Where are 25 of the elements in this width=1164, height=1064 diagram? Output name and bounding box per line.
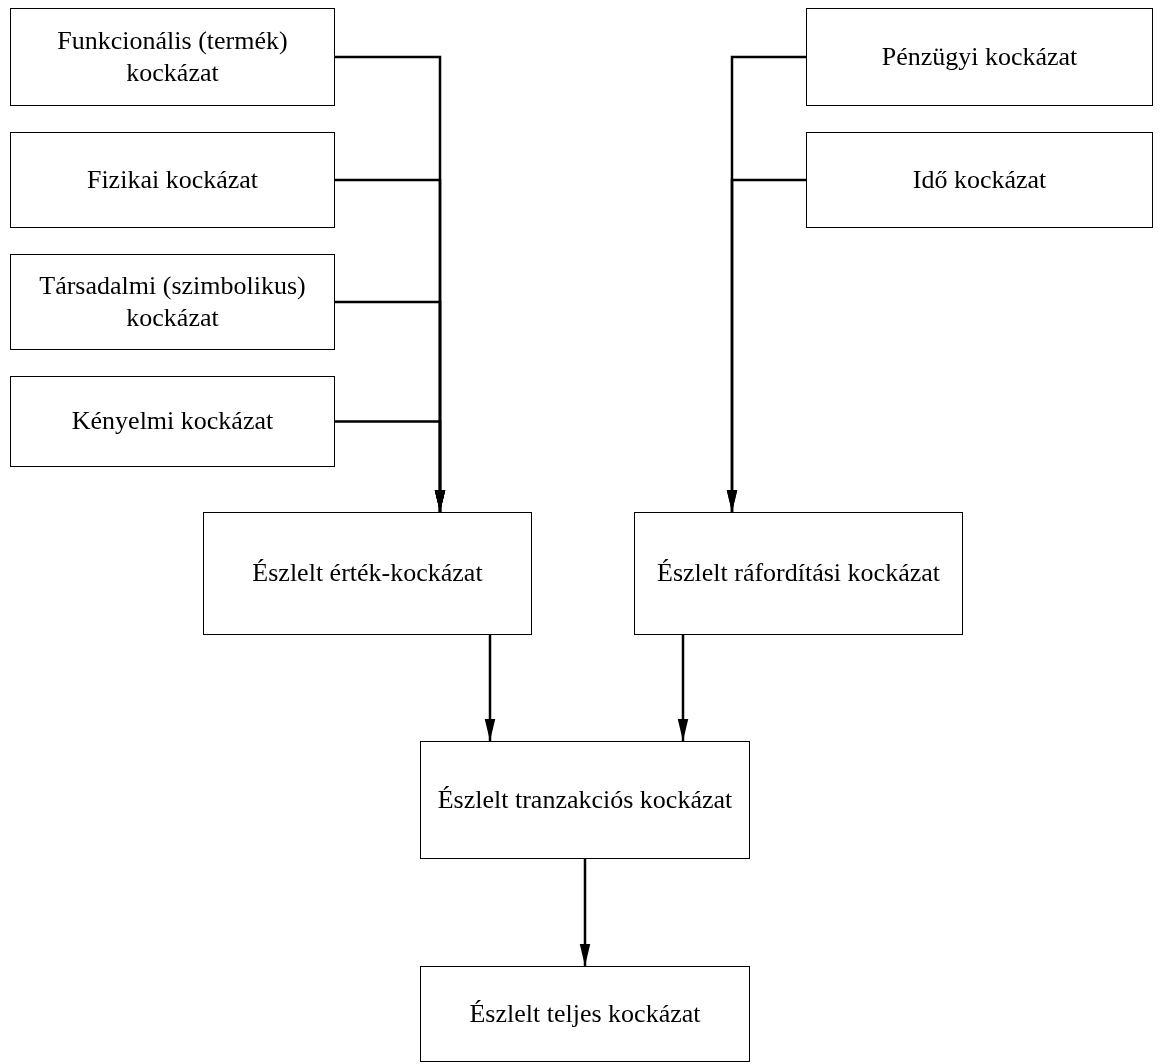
arrow: [677, 635, 689, 741]
process-box: [806, 8, 1153, 106]
process-box: [10, 376, 335, 467]
box-label: Pénzügyi kockázat: [880, 40, 1079, 73]
process-box: [420, 741, 750, 859]
process-box: [10, 254, 335, 350]
process-box: [634, 512, 963, 635]
box-label: Észlelt ráfordítási kockázat: [656, 557, 941, 590]
box-label: Észlelt teljes kockázat: [468, 997, 702, 1030]
arrow: [484, 635, 496, 741]
box-label: Idő kockázat: [911, 163, 1048, 196]
process-box: [10, 8, 335, 106]
box-label: Kényelmi kockázat: [70, 405, 275, 438]
arrow: [335, 420, 446, 512]
process-box: [10, 132, 335, 228]
arrow: [579, 859, 591, 966]
box-label: Fizikai kockázat: [85, 163, 260, 196]
arrow: [726, 178, 806, 512]
box-label: Észlelt tranzakciós kockázat: [436, 783, 734, 816]
box-label: Észlelt érték-kockázat: [251, 557, 484, 590]
process-box: [420, 966, 750, 1062]
box-label: Funkcionális (termék) kockázat: [56, 24, 289, 89]
process-box: [203, 512, 532, 635]
box-label: Társadalmi (szimbolikus) kockázat: [38, 269, 307, 334]
process-box: [806, 132, 1153, 228]
